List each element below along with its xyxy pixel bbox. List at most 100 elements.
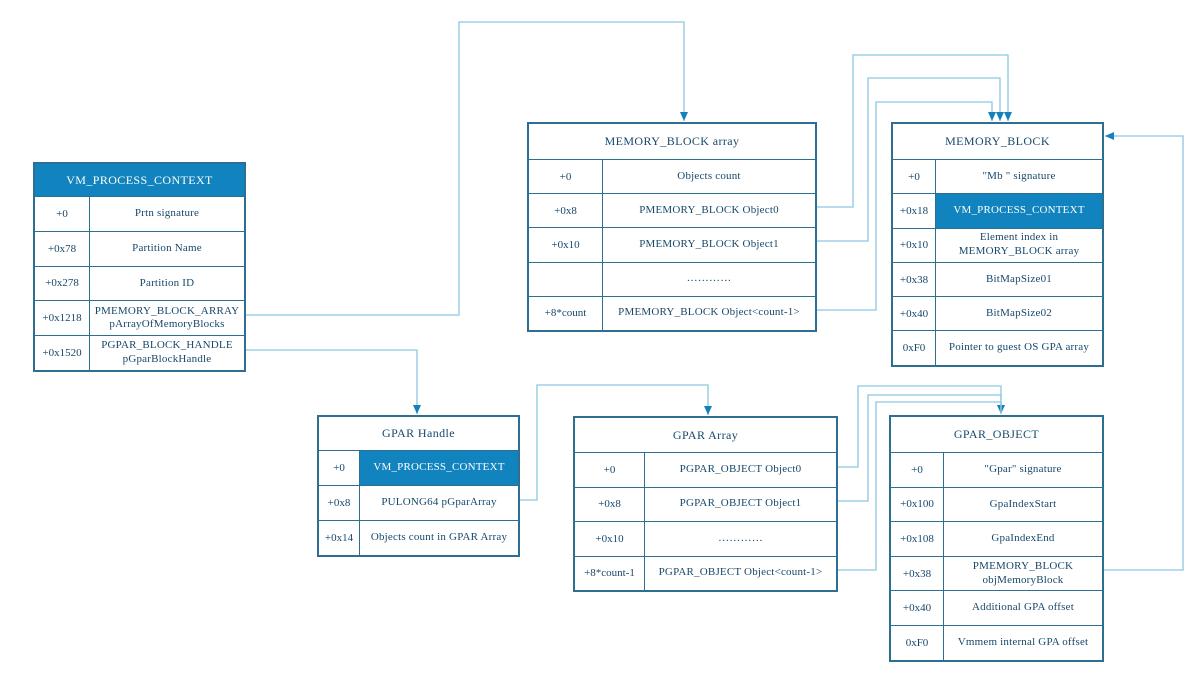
memory-block-title: MEMORY_BLOCK [945, 134, 1050, 148]
arrowhead-icon [996, 112, 1004, 121]
table-row: +8*count-1 PGPAR_OBJECT Object<count-1> [575, 555, 836, 590]
offset-cell: +0x1520 [35, 336, 90, 370]
table-row: +0x38 PMEMORY_BLOCK objMemoryBlock [891, 555, 1102, 591]
value-cell: PMEMORY_BLOCK Object1 [639, 238, 779, 251]
connector-go-objmemoryblock-to-memory-block [1104, 135, 1184, 571]
value-cell: VM_PROCESS_CONTEXT [936, 194, 1102, 228]
offset-cell: +0 [35, 197, 90, 231]
connector-vpc-pgparblockhandle-to-gpar-handle [246, 349, 418, 414]
offset-cell: +0x10 [575, 522, 645, 556]
arrowhead-icon [1004, 112, 1012, 121]
arrowhead-icon [413, 405, 421, 414]
table-row: ………… [529, 261, 815, 296]
offset-cell: +0x8 [529, 194, 603, 228]
offset-cell: +8*count [529, 296, 603, 330]
offset-cell: +0x38 [893, 262, 936, 297]
connector-mba-object1-to-memory-block [817, 77, 1001, 242]
connector-gh-pgpararray-to-gpar-array [520, 384, 709, 501]
offset-cell: +0x8 [319, 486, 360, 520]
value-cell: ………… [718, 531, 763, 544]
table-row: +0 PGPAR_OBJECT Object0 [575, 452, 836, 487]
offset-cell: 0xF0 [893, 331, 936, 365]
table-row: +0x10 Element index in MEMORY_BLOCK array [893, 227, 1102, 262]
value-cell: GpaIndexEnd [991, 532, 1055, 545]
value-cell: PGPAR_OBJECT Object0 [679, 462, 802, 475]
table-row: +0 Prtn signature [35, 196, 244, 231]
offset-cell: +0 [893, 160, 936, 194]
offset-cell: +0x100 [891, 487, 944, 522]
value-cell: PMEMORY_BLOCK Object<count-1> [618, 306, 800, 319]
offset-cell: +0 [529, 160, 603, 194]
offset-cell: +0x278 [35, 266, 90, 301]
value-cell: Objects count [677, 169, 741, 182]
value-cell: "Mb " signature [982, 169, 1056, 182]
offset-cell: +0x38 [891, 556, 944, 591]
vm-process-context-title: VM_PROCESS_CONTEXT [35, 164, 244, 196]
memory-block-array-title: MEMORY_BLOCK array [604, 134, 740, 148]
value-cell: "Gpar" signature [984, 462, 1062, 475]
gpar-object-title: GPAR_OBJECT [953, 427, 1040, 441]
value-cell: PMEMORY_BLOCK_ARRAY pArrayOfMemoryBlocks [94, 304, 240, 331]
table-row: +0x40 BitMapSize02 [893, 296, 1102, 331]
table-row: +0 Objects count [529, 159, 815, 194]
offset-cell: +0 [575, 453, 645, 487]
value-cell: BitMapSize02 [986, 306, 1052, 319]
table-row: +0 "Mb " signature [893, 159, 1102, 194]
value-cell: BitMapSize01 [986, 272, 1052, 285]
table-row: +0x8 PULONG64 pGparArray [319, 485, 518, 520]
offset-cell: +0x10 [529, 228, 603, 262]
offset-cell: +0x10 [893, 228, 936, 262]
offset-cell: +0 [891, 453, 944, 487]
offset-cell: +0x14 [319, 521, 360, 555]
table-row: +8*count PMEMORY_BLOCK Object<count-1> [529, 295, 815, 330]
value-cell: Additional GPA offset [972, 601, 1074, 614]
value-cell: PMEMORY_BLOCK Object0 [639, 203, 779, 216]
table-row: +0x108 GpaIndexEnd [891, 521, 1102, 556]
offset-cell [529, 262, 603, 296]
offset-cell: +0 [319, 451, 360, 485]
connector-mba-object0-to-memory-block [817, 54, 1009, 208]
offset-cell: +0x18 [893, 194, 936, 228]
value-cell: Prtn signature [134, 207, 200, 220]
table-row: 0xF0 Pointer to guest OS GPA array [893, 330, 1102, 365]
table-row: +0 "Gpar" signature [891, 452, 1102, 487]
value-cell: PGPAR_OBJECT Object<count-1> [658, 566, 823, 579]
value-cell: PMEMORY_BLOCK objMemoryBlock [972, 559, 1074, 586]
arrowhead-icon [988, 112, 996, 121]
value-cell: PULONG64 pGparArray [381, 496, 497, 509]
arrowhead-icon [704, 406, 712, 415]
offset-cell: +0x1218 [35, 301, 90, 336]
offset-cell: +0x78 [35, 231, 90, 266]
offset-cell: +8*count-1 [575, 556, 645, 590]
offset-cell: +0x108 [891, 522, 944, 556]
gpar-array-title: GPAR Array [672, 427, 739, 442]
value-cell: Pointer to guest OS GPA array [948, 341, 1090, 354]
table-row: +0x8 PMEMORY_BLOCK Object0 [529, 193, 815, 228]
value-cell: VM_PROCESS_CONTEXT [360, 451, 518, 485]
arrowhead-icon [680, 112, 688, 121]
offset-cell: +0x40 [893, 297, 936, 331]
table-row: +0x10 ………… [575, 521, 836, 556]
table-row: +0x38 BitMapSize01 [893, 261, 1102, 297]
offset-cell: 0xF0 [891, 625, 944, 660]
connector-ga-object1-to-gpar-object [838, 394, 1002, 502]
value-cell: Element index in MEMORY_BLOCK array [958, 231, 1080, 258]
offset-cell: +0x8 [575, 487, 645, 521]
